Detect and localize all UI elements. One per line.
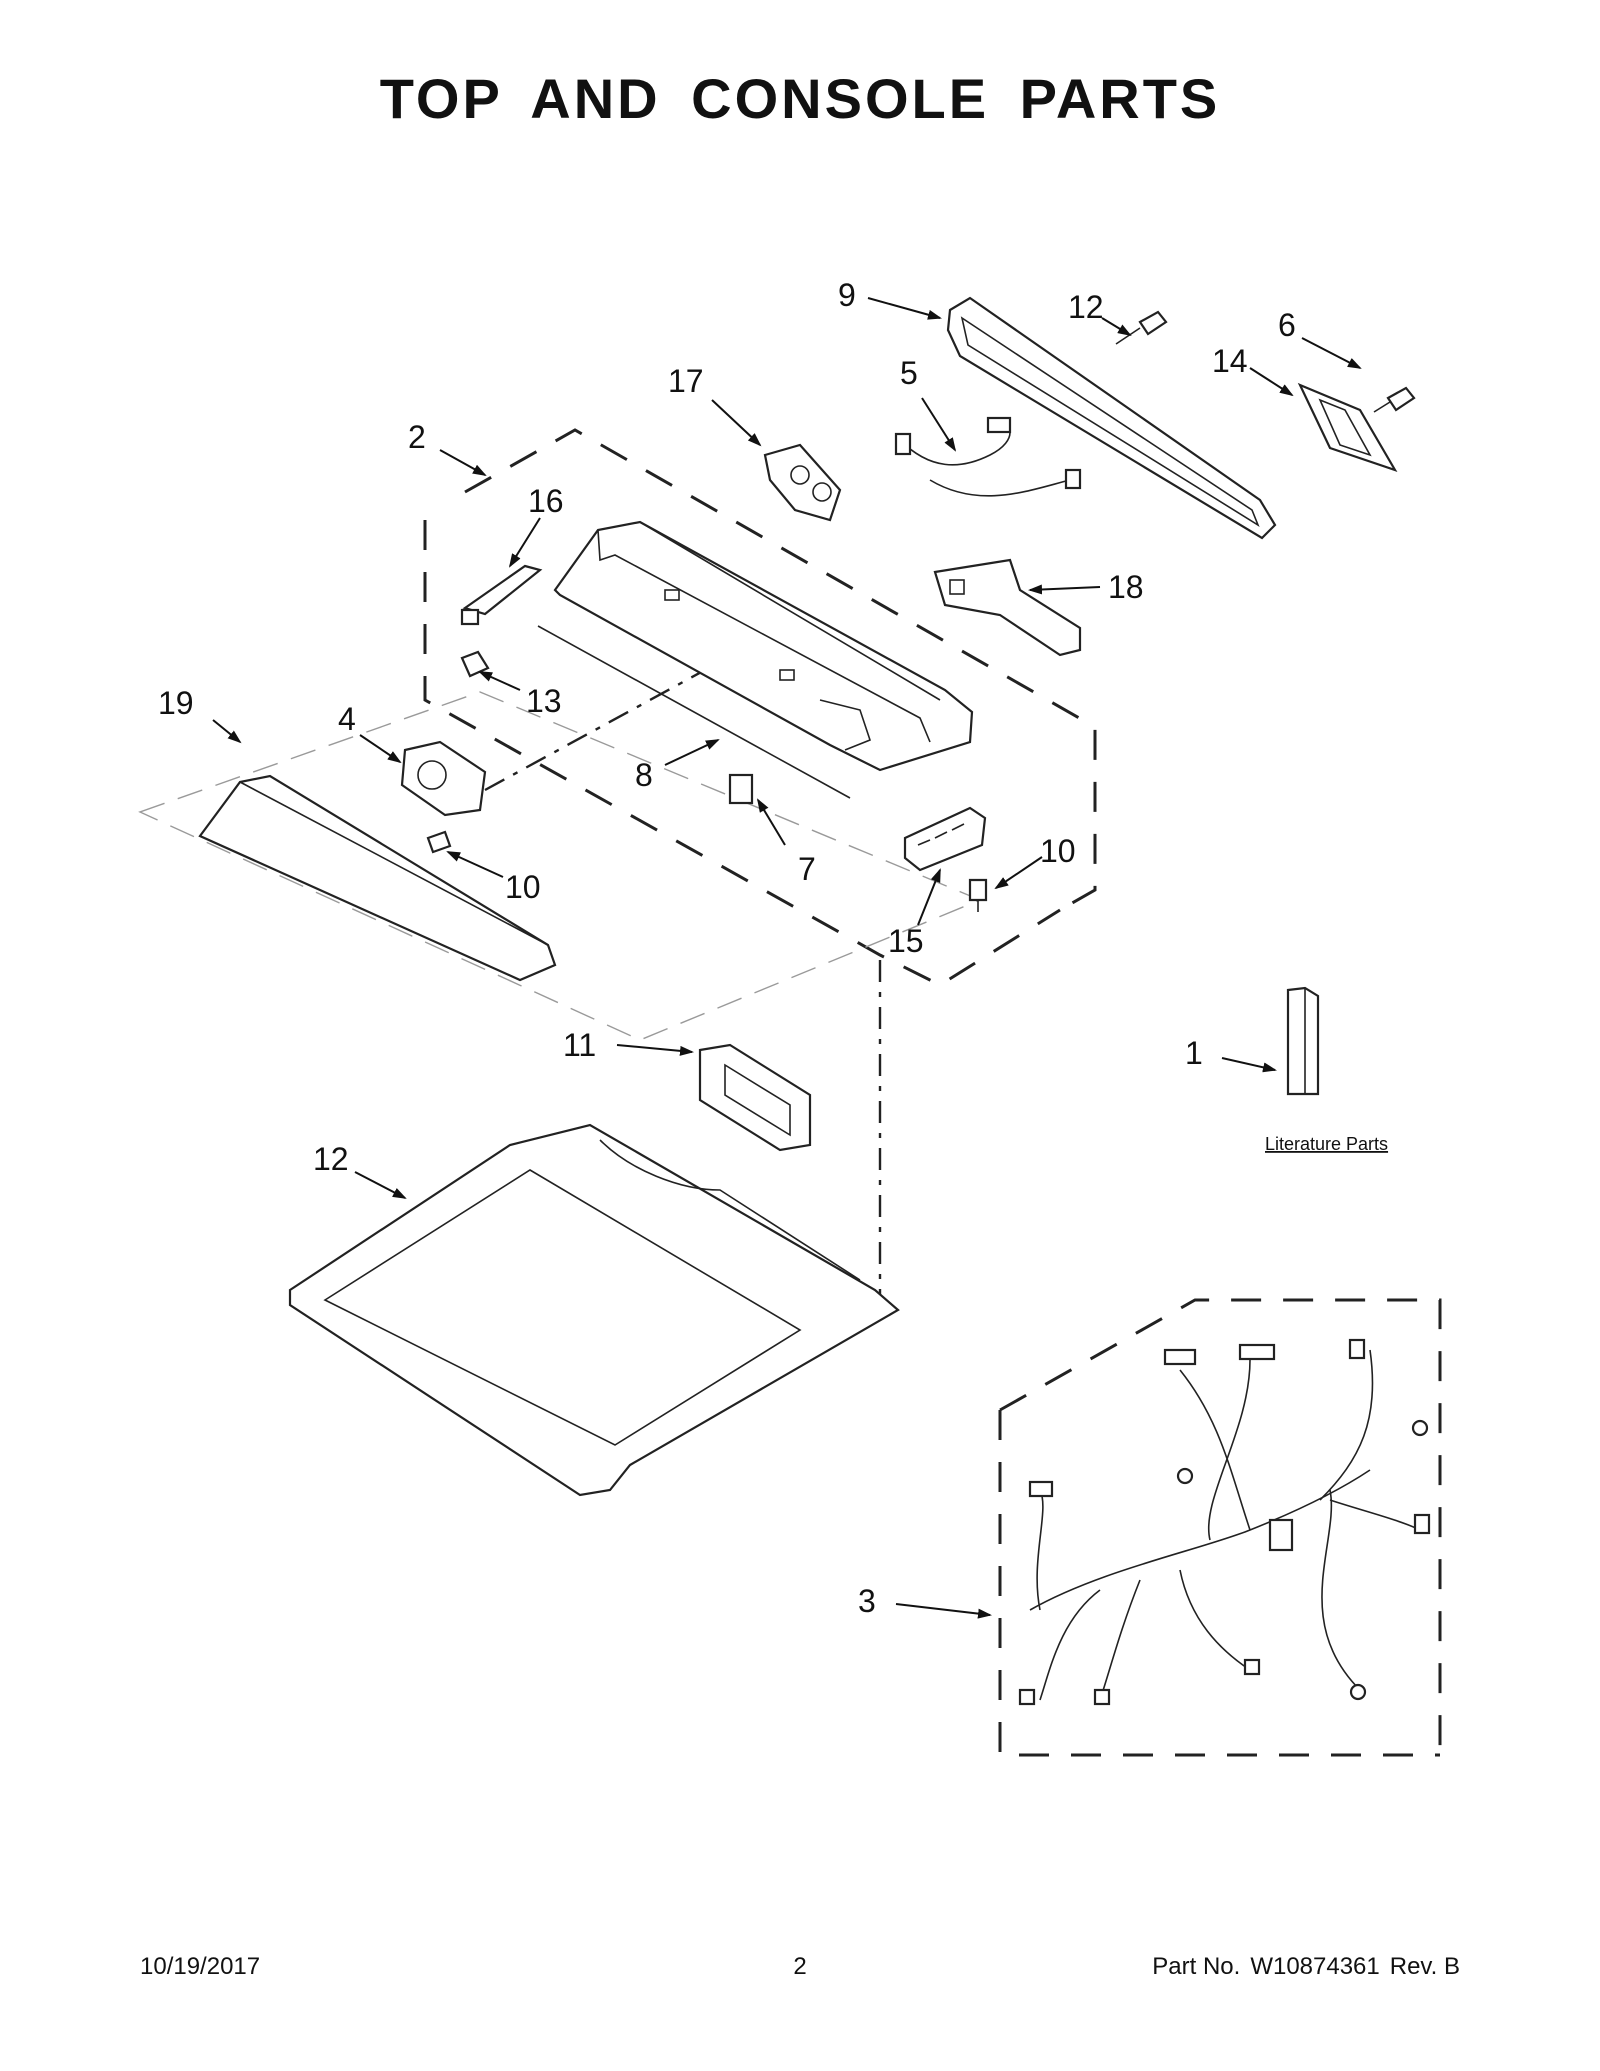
module-18: [763, 443, 842, 522]
callout-5: 5: [900, 355, 918, 391]
clip-7: [728, 773, 754, 805]
part-number-value: W10874361: [1250, 1953, 1380, 1980]
footer-page-number: 2: [793, 1953, 807, 1980]
footer-date: 10/19/2017: [140, 1953, 261, 1980]
callout-17: 16: [528, 483, 564, 519]
alignment-lines: [484, 638, 882, 1300]
wire-harness-5: [894, 416, 1082, 497]
console-group-outline: [423, 428, 1097, 987]
top-panel-12: [288, 1123, 900, 1497]
callout-2: 2: [408, 419, 426, 455]
bracket-15: [1297, 382, 1398, 472]
literature-parts-label: Literature Parts: [1265, 1134, 1388, 1154]
callout-16: 15: [888, 923, 924, 959]
callout-12: 12: [313, 1141, 349, 1177]
screw-10a: [426, 830, 452, 854]
literature-booklet: [1286, 986, 1320, 1096]
callout-11: 11: [563, 1027, 596, 1063]
strip-part: [537, 625, 851, 799]
console-panel: [553, 520, 974, 772]
switch-19: [933, 558, 1082, 657]
callout-4: 4: [338, 701, 356, 737]
callout-19: 18: [1108, 569, 1144, 605]
module-4: [400, 740, 487, 817]
bracket-17: [460, 564, 543, 626]
callout-arrows: [212, 297, 1362, 1619]
callout-1: 1: [1185, 1035, 1203, 1071]
footer-part-number: Part No. W10874361 Rev. B: [1152, 1953, 1460, 1981]
callout-13: 12: [1068, 289, 1104, 325]
screw-6: [1373, 386, 1416, 413]
callout-14: 13: [526, 683, 562, 719]
part-number-label: Part No.: [1152, 1953, 1241, 1980]
callout-8: 8: [635, 757, 653, 793]
callout-9: 9: [838, 277, 856, 313]
callout-10a: 10: [505, 869, 541, 905]
screw-13: [1115, 310, 1168, 345]
callout-20: 19: [158, 685, 194, 721]
callout-15: 14: [1212, 343, 1248, 379]
wire-harness-3: [1018, 1338, 1431, 1706]
callout-6: 6: [1278, 307, 1296, 343]
callout-7: 7: [798, 851, 816, 887]
control-board-11: [698, 1043, 812, 1152]
console-trim-20: [198, 774, 557, 982]
callout-labels: 9 12 6 14 5 17 2 16 18 13 19 4 8 7 10 10…: [158, 277, 1388, 1619]
callout-18: 17: [668, 363, 704, 399]
callout-3: 3: [858, 1583, 876, 1619]
bezel-frame: [946, 296, 1277, 540]
wire-harness-group-outline: [998, 1298, 1442, 1757]
callout-10b: 10: [1040, 833, 1076, 869]
page-title: TOP AND CONSOLE PARTS: [379, 67, 1221, 130]
revision-label: Rev. B: [1389, 1953, 1460, 1980]
clip-14: [460, 650, 490, 678]
bracket-16: [903, 806, 987, 872]
screw-10b: [968, 878, 988, 912]
